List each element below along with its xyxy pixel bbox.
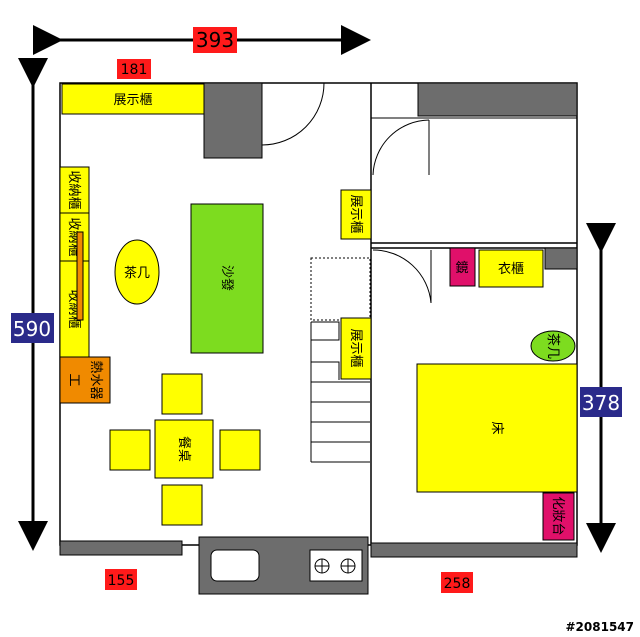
staircase: [310, 321, 370, 463]
top-dimension-label-bg: [193, 27, 237, 53]
top-left-segment-label-bg: [117, 59, 151, 79]
wall-block-upper-room: [417, 82, 578, 117]
stair-landing: [310, 257, 371, 321]
living-door: [261, 82, 325, 146]
left-dimension-label: 590: [13, 317, 51, 341]
svg-text:工: 工: [66, 373, 81, 386]
bottom-left-dimension-label: 155: [108, 573, 135, 589]
dining-table: 餐桌: [154, 419, 214, 479]
svg-text:餐桌: 餐桌: [176, 436, 192, 462]
dining-chair-bottom: [161, 484, 203, 526]
svg-text:床: 床: [489, 421, 504, 434]
top-left-segment-label: 181: [121, 62, 148, 78]
svg-text:熱水器: 熱水器: [88, 360, 103, 399]
mirror: 鏡: [449, 247, 476, 287]
svg-text:鏡: 鏡: [455, 261, 468, 276]
display-cabinet-mid: 展示櫃: [340, 189, 372, 240]
svg-text:展示櫃: 展示櫃: [113, 93, 152, 108]
right-dimension-label-bg: [580, 387, 622, 417]
stove-burner-right: [340, 558, 356, 574]
stove-burner-left: [314, 558, 330, 574]
coffee-table-living: 茶几: [114, 239, 160, 305]
left-dimension-label-bg: [11, 313, 54, 343]
dining-chair-top: [161, 373, 203, 415]
svg-text:展示櫃: 展示櫃: [348, 328, 363, 367]
cabinet-rod: [76, 231, 84, 321]
svg-text:展示櫃: 展示櫃: [348, 194, 363, 233]
svg-text:收納櫃: 收納櫃: [66, 170, 81, 209]
storage-cabinet-1: 收納櫃: [59, 166, 90, 214]
bed: 床: [416, 363, 578, 493]
dining-chair-right: [219, 429, 261, 471]
dining-chair-left: [109, 429, 151, 471]
bottom-left-dimension-label-bg: [105, 569, 137, 590]
right-dimension-label: 378: [582, 391, 620, 415]
wardrobe: 衣櫃: [478, 249, 544, 288]
bottom-wall-left: [59, 540, 183, 556]
svg-text:衣櫃: 衣櫃: [498, 261, 524, 277]
water-heater: 熱水器 工: [59, 356, 111, 404]
bottom-wall-right: [370, 542, 578, 558]
bedroom-door: [372, 249, 432, 304]
storage-cabinet-3: 收納櫃: [59, 260, 90, 358]
display-cabinet-top: 展示櫃: [61, 83, 205, 115]
sofa: 沙發: [190, 203, 264, 354]
bottom-right-dimension-label-bg: [441, 572, 473, 593]
upper-room-door: [372, 119, 430, 176]
svg-text:茶几: 茶几: [545, 333, 561, 359]
bottom-right-dimension-label: 258: [444, 576, 471, 592]
svg-text:沙發: 沙發: [219, 265, 234, 291]
wall-block-bedroom: [544, 247, 578, 270]
svg-text:化妝台: 化妝台: [550, 496, 565, 535]
coffee-table-bedroom: 茶几: [530, 330, 576, 362]
storage-cabinet-2: 收納櫃: [59, 212, 90, 262]
top-dimension-label: 393: [196, 28, 234, 52]
wall-column-living: [203, 82, 263, 159]
watermark: #2081547: [565, 620, 634, 634]
vanity: 化妝台: [542, 492, 575, 541]
svg-text:茶几: 茶几: [124, 265, 150, 281]
kitchen-sink: [210, 549, 260, 582]
display-cabinet-stair: 展示櫃: [340, 317, 372, 380]
